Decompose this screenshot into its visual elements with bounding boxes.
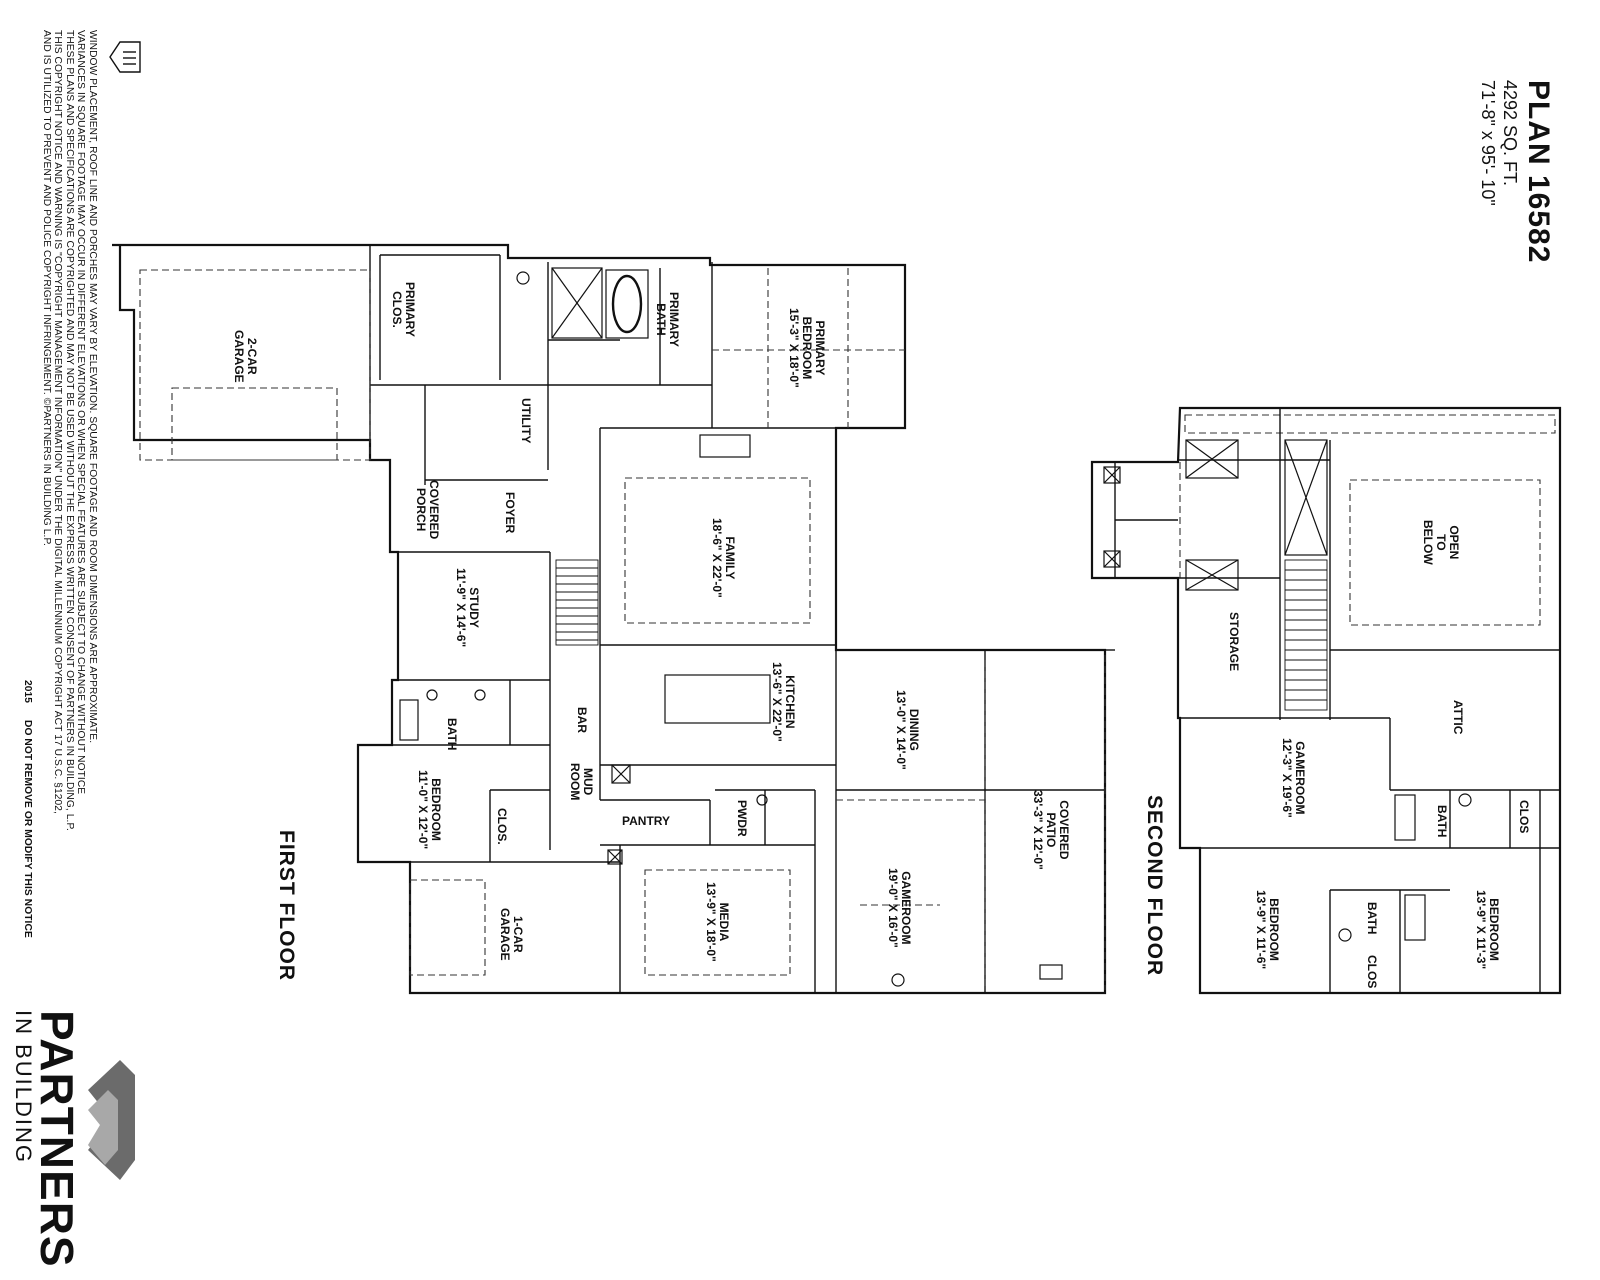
room-bedroom-first: BEDROOM 11'-0" X 12'-0" bbox=[416, 770, 443, 850]
room-one-car-garage: 1-CAR GARAGE bbox=[498, 908, 525, 961]
room-gameroom-second: GAMEROOM 12'-3" X 19'-6" bbox=[1280, 738, 1307, 818]
room-bar: BAR bbox=[575, 707, 589, 733]
room-covered-patio: COVERED PATIO 33'-3" X 12'-0" bbox=[1031, 790, 1071, 870]
room-closet-first: CLOS. bbox=[495, 808, 509, 845]
brand-logo-mark bbox=[88, 1060, 135, 1180]
room-family: FAMILY 18'-6" X 22'-0" bbox=[710, 518, 737, 598]
room-powder: PWDR bbox=[735, 800, 749, 837]
plan-dimensions: 71'-8" x 95'- 10" bbox=[1478, 80, 1498, 206]
room-utility: UTILITY bbox=[519, 398, 533, 444]
room-attic: ATTIC bbox=[1451, 700, 1465, 735]
second-floor-label: SECOND FLOOR bbox=[1143, 795, 1166, 977]
room-primary-bath: PRIMARY BATH bbox=[654, 292, 681, 347]
room-dining: DINING 13'-0" X 14'-0" bbox=[894, 690, 921, 770]
brand-logo: PARTNERS IN BUILDING bbox=[11, 1010, 83, 1268]
first-floor-label: FIRST FLOOR bbox=[275, 830, 298, 981]
room-gameroom-first: GAMEROOM 19'-0" X 16'-0" bbox=[886, 868, 913, 948]
room-bath-second-right: BATH bbox=[1435, 805, 1449, 838]
plan-title: PLAN 16582 bbox=[1522, 80, 1555, 264]
room-closet-second-right: CLOS bbox=[1517, 800, 1531, 834]
room-kitchen: KITCHEN 13'-6" X 22'-0" bbox=[770, 662, 797, 742]
copyright-warning: 2015 DO NOT REMOVE OR MODIFY THIS NOTICE bbox=[22, 680, 33, 938]
room-closet-second-center: CLOS bbox=[1365, 955, 1379, 989]
brand-name: PARTNERS bbox=[31, 1010, 83, 1268]
copyright-notice: WINDOW PLACEMENT, ROOF LINE AND PORCHES … bbox=[41, 30, 98, 831]
room-bath-second-center: BATH bbox=[1365, 902, 1379, 935]
room-media: MEDIA 13'-9" X 18'-0" bbox=[704, 882, 731, 962]
room-two-car-garage: 2-CAR GARAGE bbox=[232, 330, 259, 383]
room-primary-closet: PRIMARY CLOS. bbox=[390, 282, 417, 337]
room-foyer: FOYER bbox=[503, 492, 517, 534]
room-bath-first: BATH bbox=[445, 718, 459, 751]
room-study: STUDY 11'-9" X 14'-6" bbox=[454, 568, 481, 648]
room-open-to-below: OPEN TO BELOW bbox=[1421, 520, 1461, 565]
plan-area: 4292 SQ. FT. bbox=[1500, 80, 1520, 187]
room-bedroom-second-right: BEDROOM 13'-9" X 11'-3" bbox=[1474, 890, 1501, 970]
first-floor-outline bbox=[112, 243, 1107, 995]
title-block: PLAN 16582 4292 SQ. FT. 71'-8" x 95'- 10… bbox=[1477, 80, 1555, 263]
room-bedroom-second-left: BEDROOM 13'-9" X 11'-6" bbox=[1254, 890, 1281, 970]
equal-housing-icon bbox=[109, 41, 141, 73]
room-primary-bedroom: PRIMARY BEDROOM 15'-3" X 18'-0" bbox=[787, 308, 827, 388]
room-mud-room: MUD ROOM bbox=[568, 763, 595, 801]
room-covered-porch: COVERED PORCH bbox=[414, 480, 441, 540]
room-pantry: PANTRY bbox=[622, 814, 670, 828]
room-storage: STORAGE bbox=[1227, 612, 1241, 672]
